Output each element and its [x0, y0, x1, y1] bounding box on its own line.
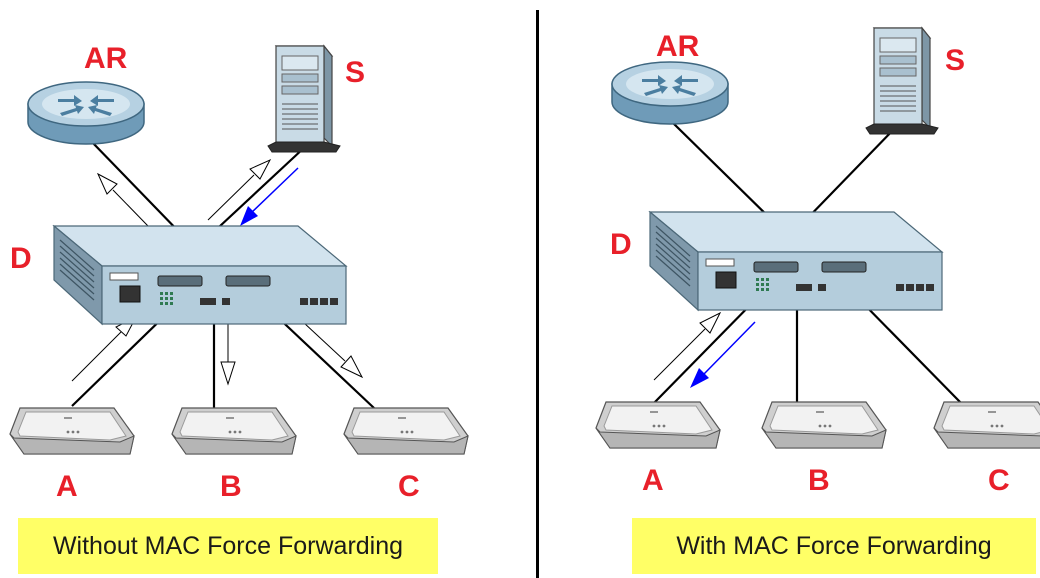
right-panel: AR S D A B C [595, 27, 1040, 497]
label-a: A [56, 470, 78, 503]
access-point-icon [343, 407, 469, 455]
router-icon [611, 61, 729, 125]
caption-text: With MAC Force Forwarding [676, 531, 992, 560]
left-blue-arrow [240, 167, 299, 226]
left-panel: AR S D A B C [9, 42, 469, 503]
label-c: C [988, 464, 1010, 497]
left-traffic-arrows [71, 158, 364, 386]
caption-text: Without MAC Force Forwarding [52, 531, 404, 560]
access-point-icon [171, 407, 297, 455]
panel-divider [536, 10, 539, 578]
caption-with-mff: With MAC Force Forwarding [632, 518, 1036, 574]
switch-icon [649, 211, 943, 311]
caption-without-mff: Without MAC Force Forwarding [18, 518, 438, 574]
access-point-icon [9, 407, 135, 455]
right-blue-arrow [690, 321, 756, 388]
label-s: S [945, 44, 965, 77]
access-point-icon [595, 401, 721, 449]
access-point-icon [933, 401, 1040, 449]
right-links [652, 121, 963, 405]
access-point-icon [761, 401, 887, 449]
label-b: B [808, 464, 830, 497]
label-ar: AR [84, 42, 128, 75]
router-icon [27, 81, 145, 145]
label-a: A [642, 464, 664, 497]
left-links [71, 139, 375, 409]
server-icon [267, 45, 341, 153]
label-d: D [10, 242, 32, 275]
right-traffic-arrows [653, 311, 722, 381]
label-b: B [220, 470, 242, 503]
switch-icon [53, 225, 347, 325]
label-c: C [398, 470, 420, 503]
label-ar: AR [656, 30, 700, 63]
label-s: S [345, 56, 365, 89]
server-icon [865, 27, 939, 135]
label-d: D [610, 228, 632, 261]
